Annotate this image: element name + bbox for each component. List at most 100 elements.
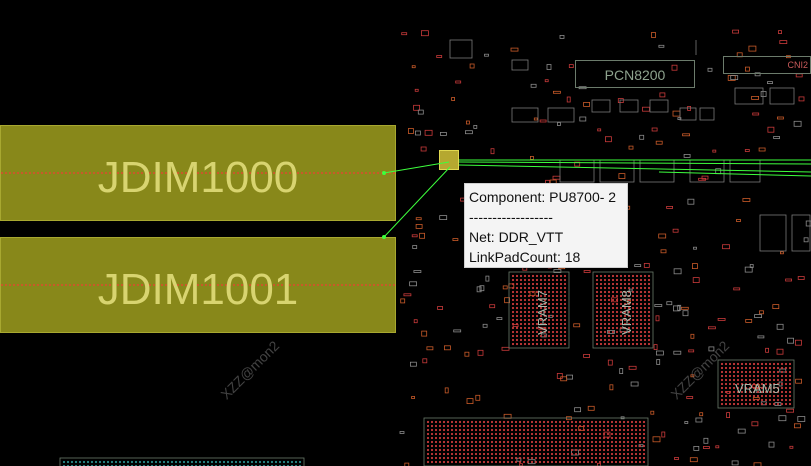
soc-bga-ball — [430, 460, 434, 464]
soc-bga-ball — [486, 428, 490, 432]
vram5-bga-ball — [728, 370, 732, 374]
vram8-bga-ball — [611, 306, 615, 310]
soc-bga-ball — [442, 444, 446, 448]
soc-bga-ball — [498, 432, 502, 436]
soc-bga-ball — [526, 444, 530, 448]
soc-bga-ball — [574, 424, 578, 428]
vram8-bga-ball — [619, 306, 623, 310]
vram5-bga-ball — [772, 386, 776, 390]
vram7-bga-ball — [515, 286, 519, 290]
vram8-bga-ball — [619, 274, 623, 278]
pad — [778, 30, 782, 35]
soc-bga-ball — [518, 436, 522, 440]
vram7-bga-ball — [551, 278, 555, 282]
vram5-bga-ball — [760, 402, 764, 406]
pad — [475, 394, 481, 401]
soc-bga-ball — [578, 448, 582, 452]
soc-bga-ball — [570, 440, 574, 444]
pad — [666, 205, 673, 209]
soc-bga-ball — [498, 452, 502, 456]
vram5-bga-ball — [764, 374, 768, 378]
vram8-bga-ball — [627, 282, 631, 286]
vram8-bga-ball — [595, 326, 599, 330]
soc-bga-ball — [466, 448, 470, 452]
soc-bga-ball — [622, 432, 626, 436]
pad — [484, 53, 489, 57]
soc-bga-ball — [554, 448, 558, 452]
pad — [674, 457, 679, 460]
vram7-bga-ball — [563, 302, 567, 306]
soc-bga-ball — [514, 436, 518, 440]
pad — [583, 102, 590, 107]
bottom-pad-row-ball — [146, 460, 150, 464]
component-label-vram5[interactable]: VRAM5 — [735, 381, 780, 396]
vram5-bga-ball — [764, 394, 768, 398]
soc-bga-ball — [506, 456, 510, 460]
vram7-bga-ball — [551, 282, 555, 286]
pad — [776, 323, 784, 330]
vram7-bga-ball — [519, 290, 523, 294]
vram7-bga-ball — [511, 342, 515, 346]
soc-bga-ball — [470, 448, 474, 452]
vram7-bga-ball — [535, 302, 539, 306]
vram8-bga-ball — [607, 302, 611, 306]
pad — [773, 136, 780, 139]
soc-bga-ball — [430, 432, 434, 436]
vram5-bga-ball — [752, 394, 756, 398]
vram8-bga-ball — [599, 322, 603, 326]
soc-bga-ball — [522, 456, 526, 460]
vram7-bga-ball — [515, 314, 519, 318]
vram5-bga-ball — [748, 402, 752, 406]
soc-bga-ball — [514, 424, 518, 428]
bottom-pad-row-ball — [170, 460, 174, 464]
vram7-bga-ball — [547, 274, 551, 278]
vram8-bga-outline — [592, 271, 654, 349]
tooltip-component: Component: PU8700- 2 — [469, 189, 617, 205]
pad — [444, 387, 449, 394]
soc-bga-ball — [610, 456, 614, 460]
soc-bga-ball — [526, 420, 530, 424]
vram7-bga-ball — [527, 334, 531, 338]
soc-bga-ball — [598, 444, 602, 448]
dimm-slot-jdim1000[interactable]: JDIM1000 — [0, 125, 396, 221]
soc-bga-ball — [586, 460, 590, 464]
vram8-bga-ball — [603, 338, 607, 342]
soc-bga-ball — [482, 432, 486, 436]
vram8-bga-ball — [643, 334, 647, 338]
soc-bga-ball — [618, 432, 622, 436]
soc-bga-ball — [538, 460, 542, 464]
vram7-bga-ball — [563, 322, 567, 326]
soc-bga-ball — [598, 428, 602, 432]
pad — [658, 233, 667, 239]
vram7-bga-ball — [559, 342, 563, 346]
vram8-bga-ball — [627, 338, 631, 342]
vram8-bga-ball — [599, 330, 603, 334]
soc-bga-ball — [490, 444, 494, 448]
soc-bga-ball — [478, 440, 482, 444]
soc-bga-ball — [434, 432, 438, 436]
soc-bga-ball — [530, 456, 534, 460]
vram7-bga-ball — [543, 334, 547, 338]
soc-bga-ball — [550, 440, 554, 444]
pin-row — [1, 284, 395, 286]
vram5-bga-ball — [724, 390, 728, 394]
selected-component-pu8700[interactable] — [439, 150, 459, 170]
bottom-pad-row-ball — [242, 460, 246, 464]
vram7-bga-ball — [535, 314, 539, 318]
soc-bga-ball — [522, 424, 526, 428]
pad — [501, 346, 510, 351]
component-label-pcn8200[interactable]: PCN8200 — [575, 60, 695, 88]
dimm-slot-jdim1001[interactable]: JDIM1001 — [0, 237, 396, 333]
vram8-bga-ball — [611, 330, 615, 334]
vram7-bga-ball — [539, 322, 543, 326]
bottom-pad-row-ball — [198, 460, 202, 464]
pad — [544, 79, 549, 83]
vram8-bga-ball — [627, 294, 631, 298]
vram7-bga-ball — [563, 342, 567, 346]
vram5-bga-ball — [760, 382, 764, 386]
soc-bga-ball — [562, 452, 566, 456]
soc-bga-ball — [462, 452, 466, 456]
soc-bga-ball — [490, 456, 494, 460]
soc-bga-ball — [494, 444, 498, 448]
